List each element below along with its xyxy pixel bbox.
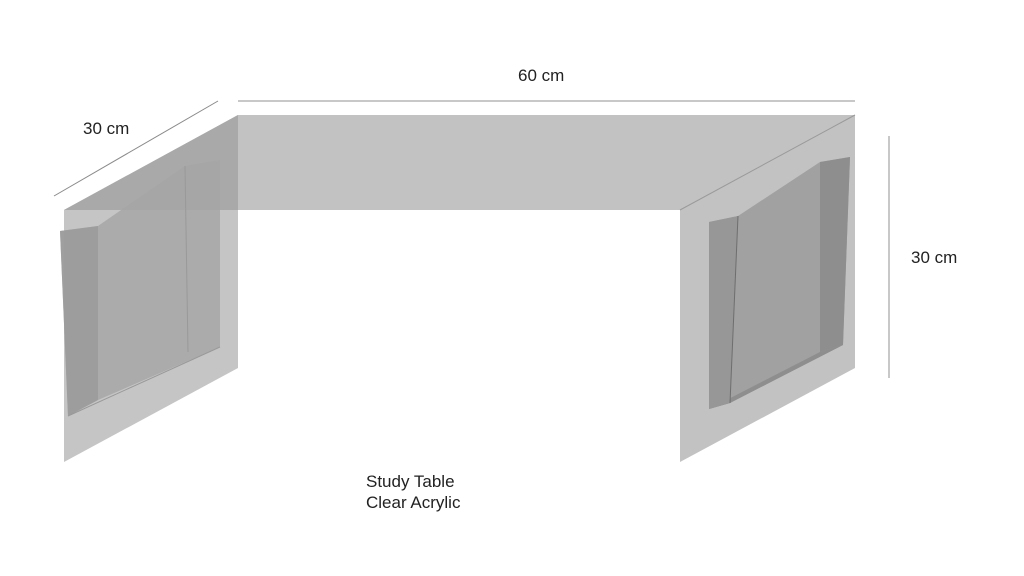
depth-dimension-line	[53, 100, 219, 197]
left-leg-cutout	[60, 160, 220, 416]
left-cutout-bottom-line	[67, 346, 221, 417]
caption-product-name: Study Table	[366, 472, 455, 491]
tabletop-surface	[64, 115, 855, 210]
depth-dimension-label: 30 cm	[83, 119, 130, 138]
caption-material: Clear Acrylic	[366, 493, 461, 512]
left-cutout-line	[184, 165, 189, 353]
right-leg-cutout	[709, 157, 850, 409]
right-leg-top-edge	[679, 114, 856, 211]
right-leg-cutout-bottom	[709, 345, 843, 409]
right-cutout-line	[729, 215, 739, 404]
right-leg-cutout-left	[709, 216, 738, 409]
height-dimension-label: 30 cm	[911, 248, 958, 267]
width-dimension-label: 60 cm	[518, 66, 565, 85]
right-leg-cutout-side	[820, 157, 850, 352]
caption: Study Table Clear Acrylic	[366, 471, 460, 513]
left-leg-cutout-edge	[60, 226, 98, 416]
